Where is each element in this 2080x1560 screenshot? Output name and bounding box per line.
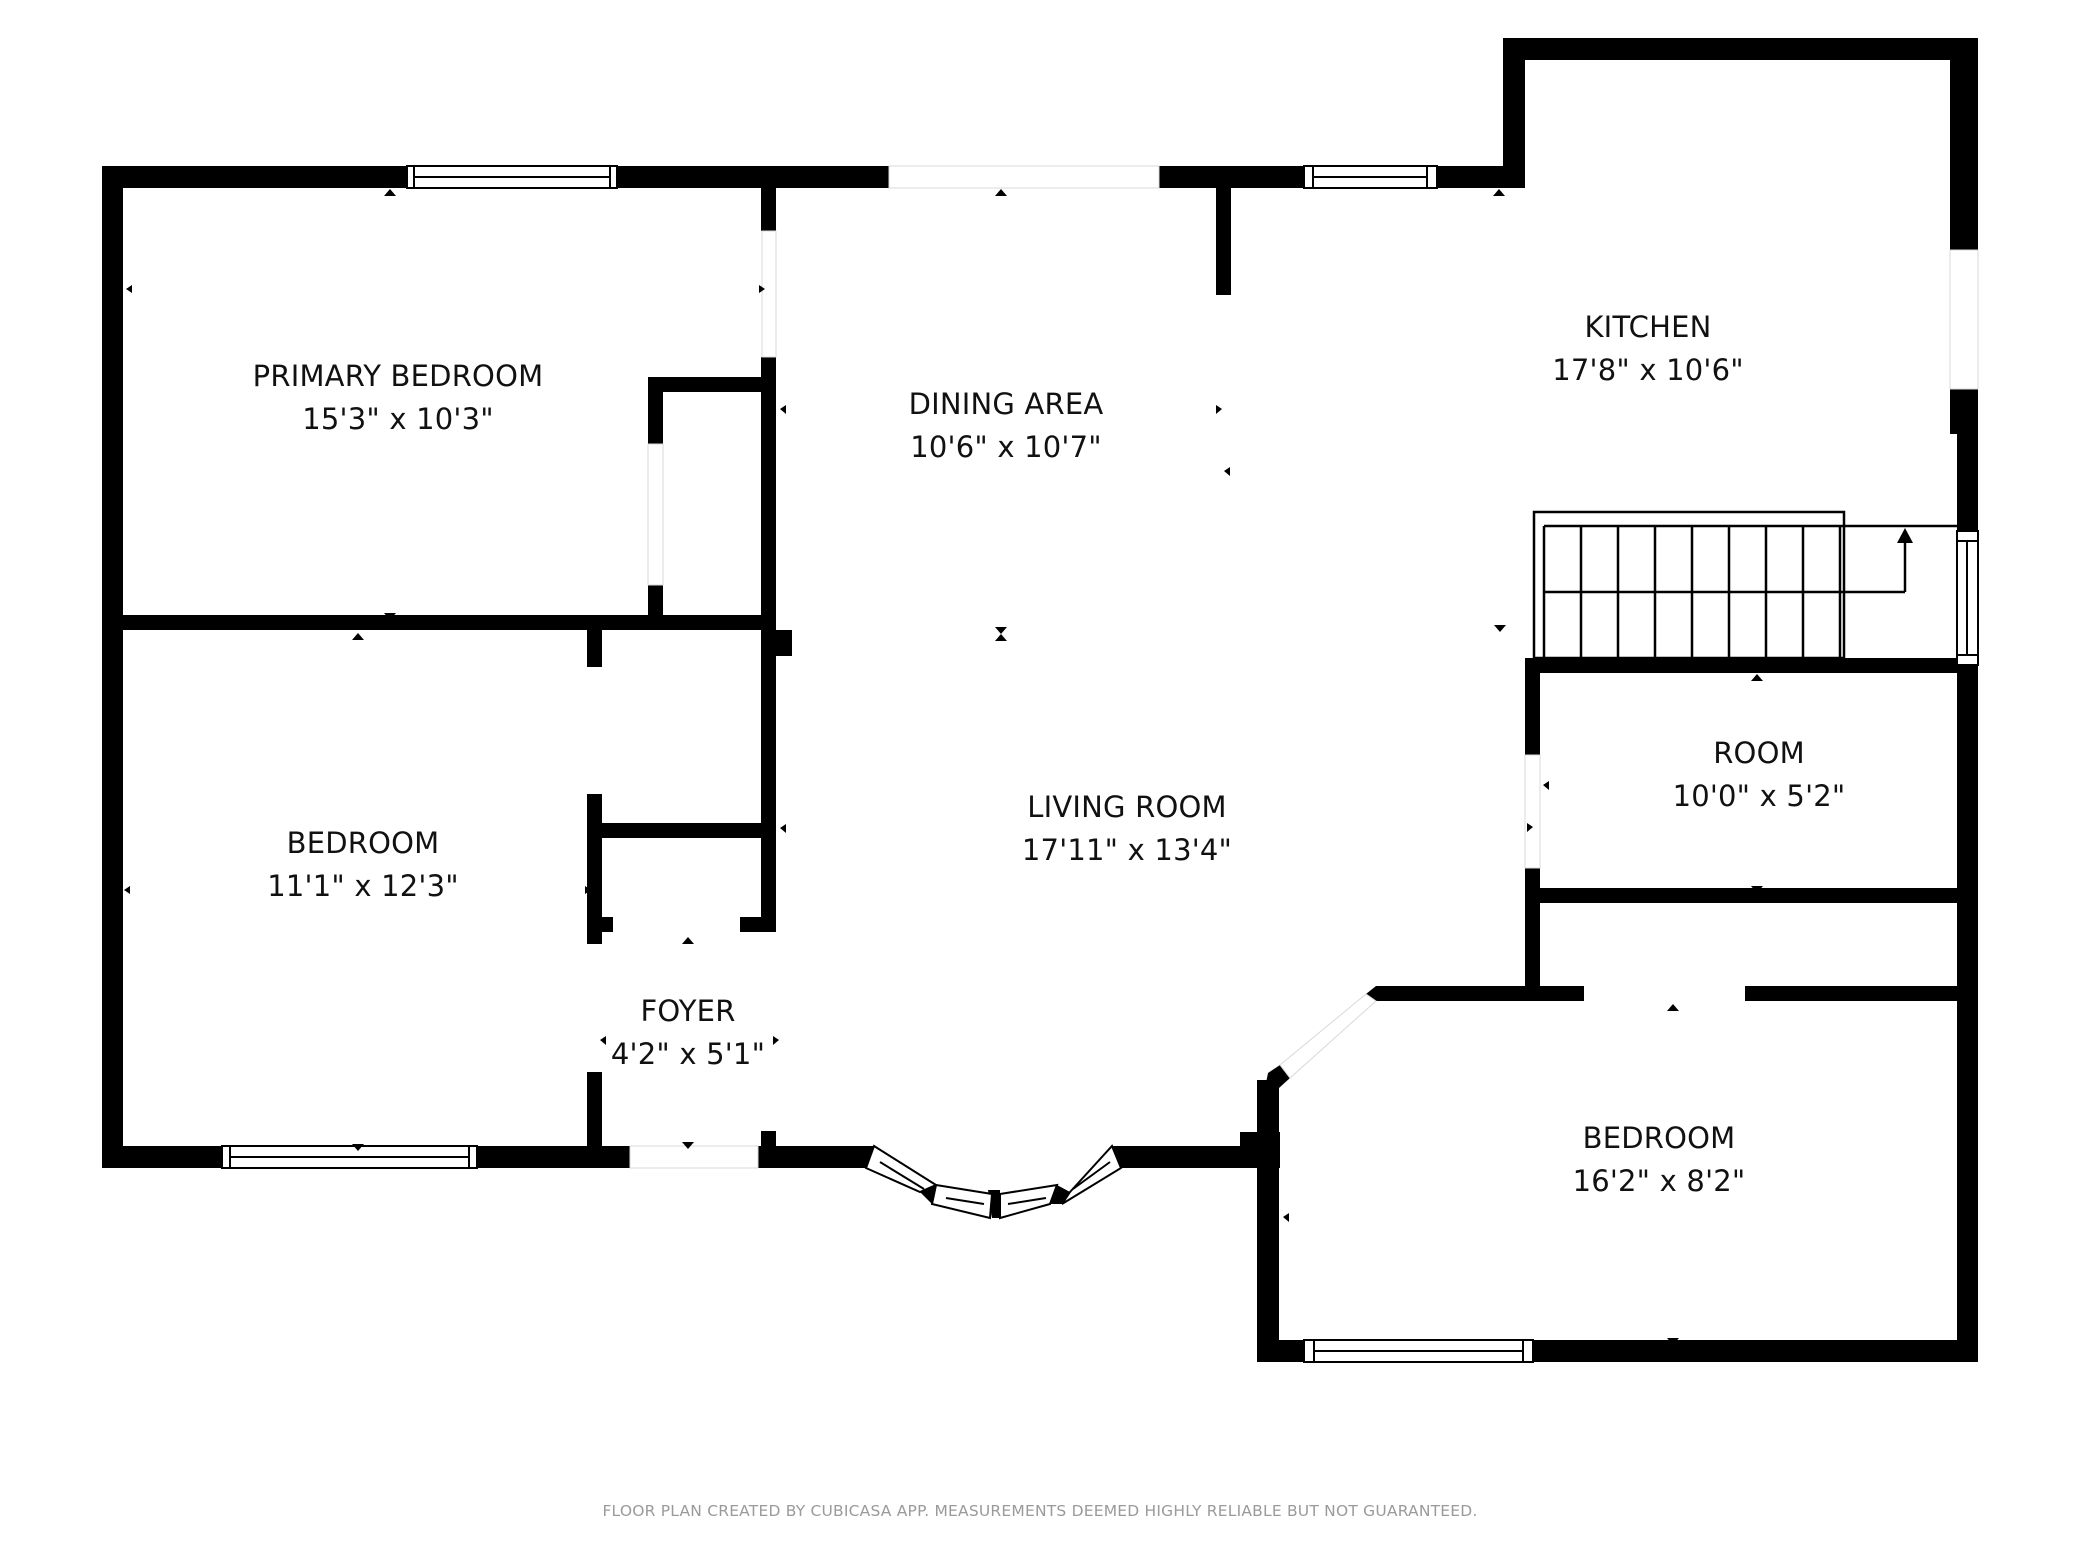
disclaimer-footer: FLOOR PLAN CREATED BY CUBICASA APP. MEAS… xyxy=(602,1502,1478,1520)
room-label-dining-area: DINING AREA 10'6" x 10'7" xyxy=(909,383,1104,469)
room-label-living-room: LIVING ROOM 17'11" x 13'4" xyxy=(1022,786,1232,872)
window-bedroom-1 xyxy=(221,1145,478,1169)
room-dimensions: 15'3" x 10'3" xyxy=(302,402,494,436)
dining-sliding-door xyxy=(888,165,1160,189)
room-dimensions: 10'6" x 10'7" xyxy=(910,430,1102,464)
room-dimensions: 17'8" x 10'6" xyxy=(1552,353,1744,387)
room-name: ROOM xyxy=(1713,736,1805,770)
room-label-primary-bedroom: PRIMARY BEDROOM 15'3" x 10'3" xyxy=(253,355,544,441)
room-name: BEDROOM xyxy=(286,826,440,860)
room-label-room: ROOM 10'0" x 5'2" xyxy=(1673,732,1846,818)
openings xyxy=(629,165,1979,1169)
front-door xyxy=(629,1145,759,1169)
room-name: KITCHEN xyxy=(1584,310,1712,344)
kitchen-east-doorway xyxy=(1949,249,1979,390)
room-label-bedroom-1: BEDROOM 11'1" x 12'3" xyxy=(267,822,459,908)
dimension-markers xyxy=(124,189,1966,1345)
room-dimensions: 17'11" x 13'4" xyxy=(1021,833,1233,867)
window-kitchen-top xyxy=(1303,165,1438,189)
room-name: PRIMARY BEDROOM xyxy=(252,359,544,393)
room-label-kitchen: KITCHEN 17'8" x 10'6" xyxy=(1552,306,1744,392)
room-dimensions: 10'0" x 5'2" xyxy=(1672,779,1846,813)
room-name: DINING AREA xyxy=(908,387,1104,421)
primary-closet-doorway xyxy=(647,443,664,586)
room-label-bedroom-2: BEDROOM 16'2" x 8'2" xyxy=(1573,1117,1746,1203)
windows xyxy=(221,165,1979,1363)
window-primary-bedroom xyxy=(406,165,618,189)
bay-window xyxy=(864,1144,1123,1220)
staircase xyxy=(1532,510,1957,660)
window-bedroom-2 xyxy=(1303,1339,1534,1363)
window-stair-east xyxy=(1956,530,1979,666)
room-doorway xyxy=(1524,754,1541,869)
room-dimensions: 16'2" x 8'2" xyxy=(1572,1164,1746,1198)
room-name: BEDROOM xyxy=(1582,1121,1736,1155)
room-name: LIVING ROOM xyxy=(1027,790,1227,824)
interior-walls xyxy=(123,188,1957,1152)
bedroom-2-diagonal-door xyxy=(1279,993,1377,1079)
room-dimensions: 4'2" x 5'1" xyxy=(610,1037,766,1071)
room-label-foyer: FOYER 4'2" x 5'1" xyxy=(611,990,765,1076)
stair-direction-arrow-icon xyxy=(1897,528,1913,543)
primary-bedroom-doorway xyxy=(761,230,777,358)
exterior-walls xyxy=(102,38,1978,1362)
room-dimensions: 11'1" x 12'3" xyxy=(267,869,459,903)
room-name: FOYER xyxy=(640,994,736,1028)
